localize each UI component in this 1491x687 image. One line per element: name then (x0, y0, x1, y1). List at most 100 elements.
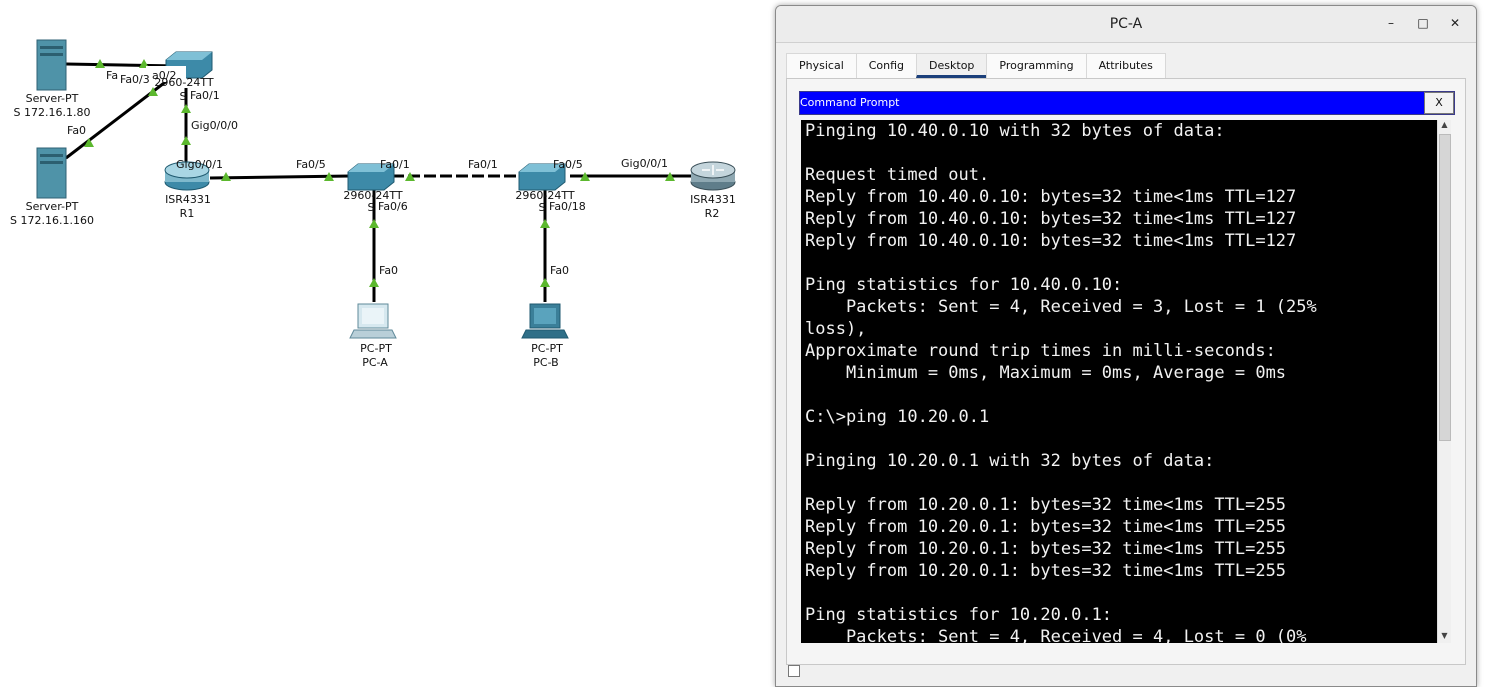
port-label: Fa0/3 (120, 73, 150, 86)
port-label: Fa0/1 (190, 89, 220, 102)
link-up-triangle (181, 136, 191, 145)
terminal-output[interactable]: Pinging 10.40.0.10 with 32 bytes of data… (801, 120, 1437, 643)
server1-icon[interactable] (36, 39, 67, 91)
close-button[interactable]: ✕ (1449, 16, 1461, 30)
terminal-line: Reply from 10.20.0.1: bytes=32 time<1ms … (805, 561, 1287, 581)
link-up-triangle (369, 278, 379, 287)
pca-icon[interactable] (349, 303, 397, 339)
link-up-triangle (665, 172, 675, 181)
command-prompt-title: Command Prompt (800, 96, 900, 109)
port-label: Fa0 (550, 264, 569, 277)
port-label: Gig0/0/0 (191, 119, 238, 132)
terminal-line: Reply from 10.40.0.10: bytes=32 time<1ms… (805, 187, 1297, 207)
pca-type: PC-PT (360, 342, 392, 355)
terminal-line: Packets: Sent = 4, Received = 3, Lost = … (805, 297, 1317, 317)
command-prompt-titlebar: Command Prompt X (799, 91, 1455, 115)
terminal-line: Pinging 10.40.0.10 with 32 bytes of data… (805, 121, 1225, 141)
port-label: Fa0/18 (549, 200, 586, 213)
terminal-line: Ping statistics for 10.20.0.1: (805, 605, 1113, 625)
link-status-indicators (84, 59, 675, 287)
port-label: a0/2 (152, 69, 176, 82)
pcb-icon[interactable] (521, 303, 569, 339)
port-label: Fa0 (67, 124, 86, 137)
topology-canvas[interactable]: Server-PT S 172.16.1.80 Server-PT S 172.… (0, 0, 775, 668)
pca-name: PC-A (362, 356, 388, 369)
terminal-line: Reply from 10.40.0.10: bytes=32 time<1ms… (805, 231, 1297, 251)
link-up-triangle (405, 172, 415, 181)
link-up-triangle (580, 172, 590, 181)
terminal-line (801, 142, 1437, 164)
router-r2-icon[interactable] (690, 161, 736, 191)
link-up-triangle (324, 172, 334, 181)
link-up-triangle (221, 172, 231, 181)
port-label: Fa0/1 (468, 158, 498, 171)
scroll-down-icon[interactable]: ▼ (1441, 631, 1448, 640)
maximize-button[interactable]: □ (1417, 16, 1429, 30)
router-r1-type: ISR4331 (165, 193, 211, 206)
link-up-triangle (369, 219, 379, 228)
port-label: Fa (106, 69, 118, 82)
terminal-line: Pinging 10.20.0.1 with 32 bytes of data: (805, 451, 1215, 471)
terminal-line: Reply from 10.40.0.10: bytes=32 time<1ms… (805, 209, 1297, 229)
terminal-line: Minimum = 0ms, Maximum = 0ms, Average = … (805, 363, 1287, 383)
terminal-line: loss), (805, 319, 867, 339)
command-prompt-close-button[interactable]: X (1424, 92, 1454, 114)
terminal-line: Reply from 10.20.0.1: bytes=32 time<1ms … (805, 517, 1287, 537)
terminal-line (801, 582, 1437, 604)
link-up-triangle (540, 278, 550, 287)
terminal-line: Request timed out. (805, 165, 990, 185)
minimize-button[interactable]: – (1388, 16, 1394, 30)
terminal-line (801, 428, 1437, 450)
scroll-up-icon[interactable]: ▲ (1441, 120, 1448, 129)
link-up-triangle (148, 87, 158, 96)
window-title: PC-A (1109, 16, 1143, 32)
terminal-line (801, 384, 1437, 406)
server1-name: S 172.16.1.80 (14, 106, 91, 119)
terminal-line: Packets: Sent = 4, Received = 4, Lost = … (805, 627, 1307, 643)
tab-programming[interactable]: Programming (986, 53, 1087, 78)
port-label: Fa0/6 (378, 200, 408, 213)
tab-config[interactable]: Config (855, 53, 918, 78)
pcb-name: PC-B (533, 356, 558, 369)
port-label: Fa0 (379, 264, 398, 277)
router-r1-name: R1 (180, 207, 195, 220)
terminal-line: Approximate round trip times in milli-se… (805, 341, 1276, 361)
router-r2-name: R2 (705, 207, 720, 220)
port-label: Fa0/5 (296, 158, 326, 171)
link-up-triangle (95, 59, 105, 68)
server1-type: Server-PT (26, 92, 79, 105)
link-up-triangle (540, 219, 550, 228)
link-up-triangle (139, 59, 149, 68)
server2-name: S 172.16.1.160 (10, 214, 94, 227)
pc-a-window[interactable]: PC-A – □ ✕ Physical Config Desktop Progr… (775, 5, 1477, 687)
terminal-line: C:\>ping 10.20.0.1 (805, 407, 990, 427)
terminal-line: Reply from 10.20.0.1: bytes=32 time<1ms … (805, 495, 1287, 515)
router-r1-icon[interactable] (164, 161, 210, 191)
link-up-triangle (84, 138, 94, 147)
port-label: Gig0/0/1 (176, 158, 223, 171)
terminal-scrollbar[interactable]: ▲ ▼ (1437, 120, 1451, 643)
scrollbar-thumb[interactable] (1439, 134, 1451, 441)
tab-attributes[interactable]: Attributes (1085, 53, 1166, 78)
port-label: Gig0/0/1 (621, 157, 668, 170)
link-server1-s0[interactable] (65, 62, 181, 68)
tab-desktop[interactable]: Desktop (916, 53, 988, 78)
top-checkbox[interactable] (788, 665, 800, 677)
terminal-line: Reply from 10.20.0.1: bytes=32 time<1ms … (805, 539, 1287, 559)
tab-bar: Physical Config Desktop Programming Attr… (786, 53, 1166, 78)
tab-physical[interactable]: Physical (786, 53, 857, 78)
switch0-name: S (180, 90, 187, 103)
port-labels: Fa Fa0/3 a0/2 Fa0/1 Fa0 Gig0/0/0 Gig0/0/… (67, 69, 668, 277)
switch2-model: 2960-24TT (515, 189, 574, 202)
window-titlebar[interactable]: PC-A – □ ✕ (776, 6, 1476, 43)
port-label: Fa0/5 (553, 158, 583, 171)
switch1-name: S (368, 201, 375, 214)
switch1-icon[interactable] (347, 163, 395, 191)
server2-icon[interactable] (36, 147, 67, 199)
switch2-name: S (539, 201, 546, 214)
terminal-line (801, 472, 1437, 494)
server2-type: Server-PT (26, 200, 79, 213)
switch0-model: 2960-24TT (154, 76, 213, 89)
link-up-triangle (181, 104, 191, 113)
switch2-icon[interactable] (518, 163, 566, 191)
